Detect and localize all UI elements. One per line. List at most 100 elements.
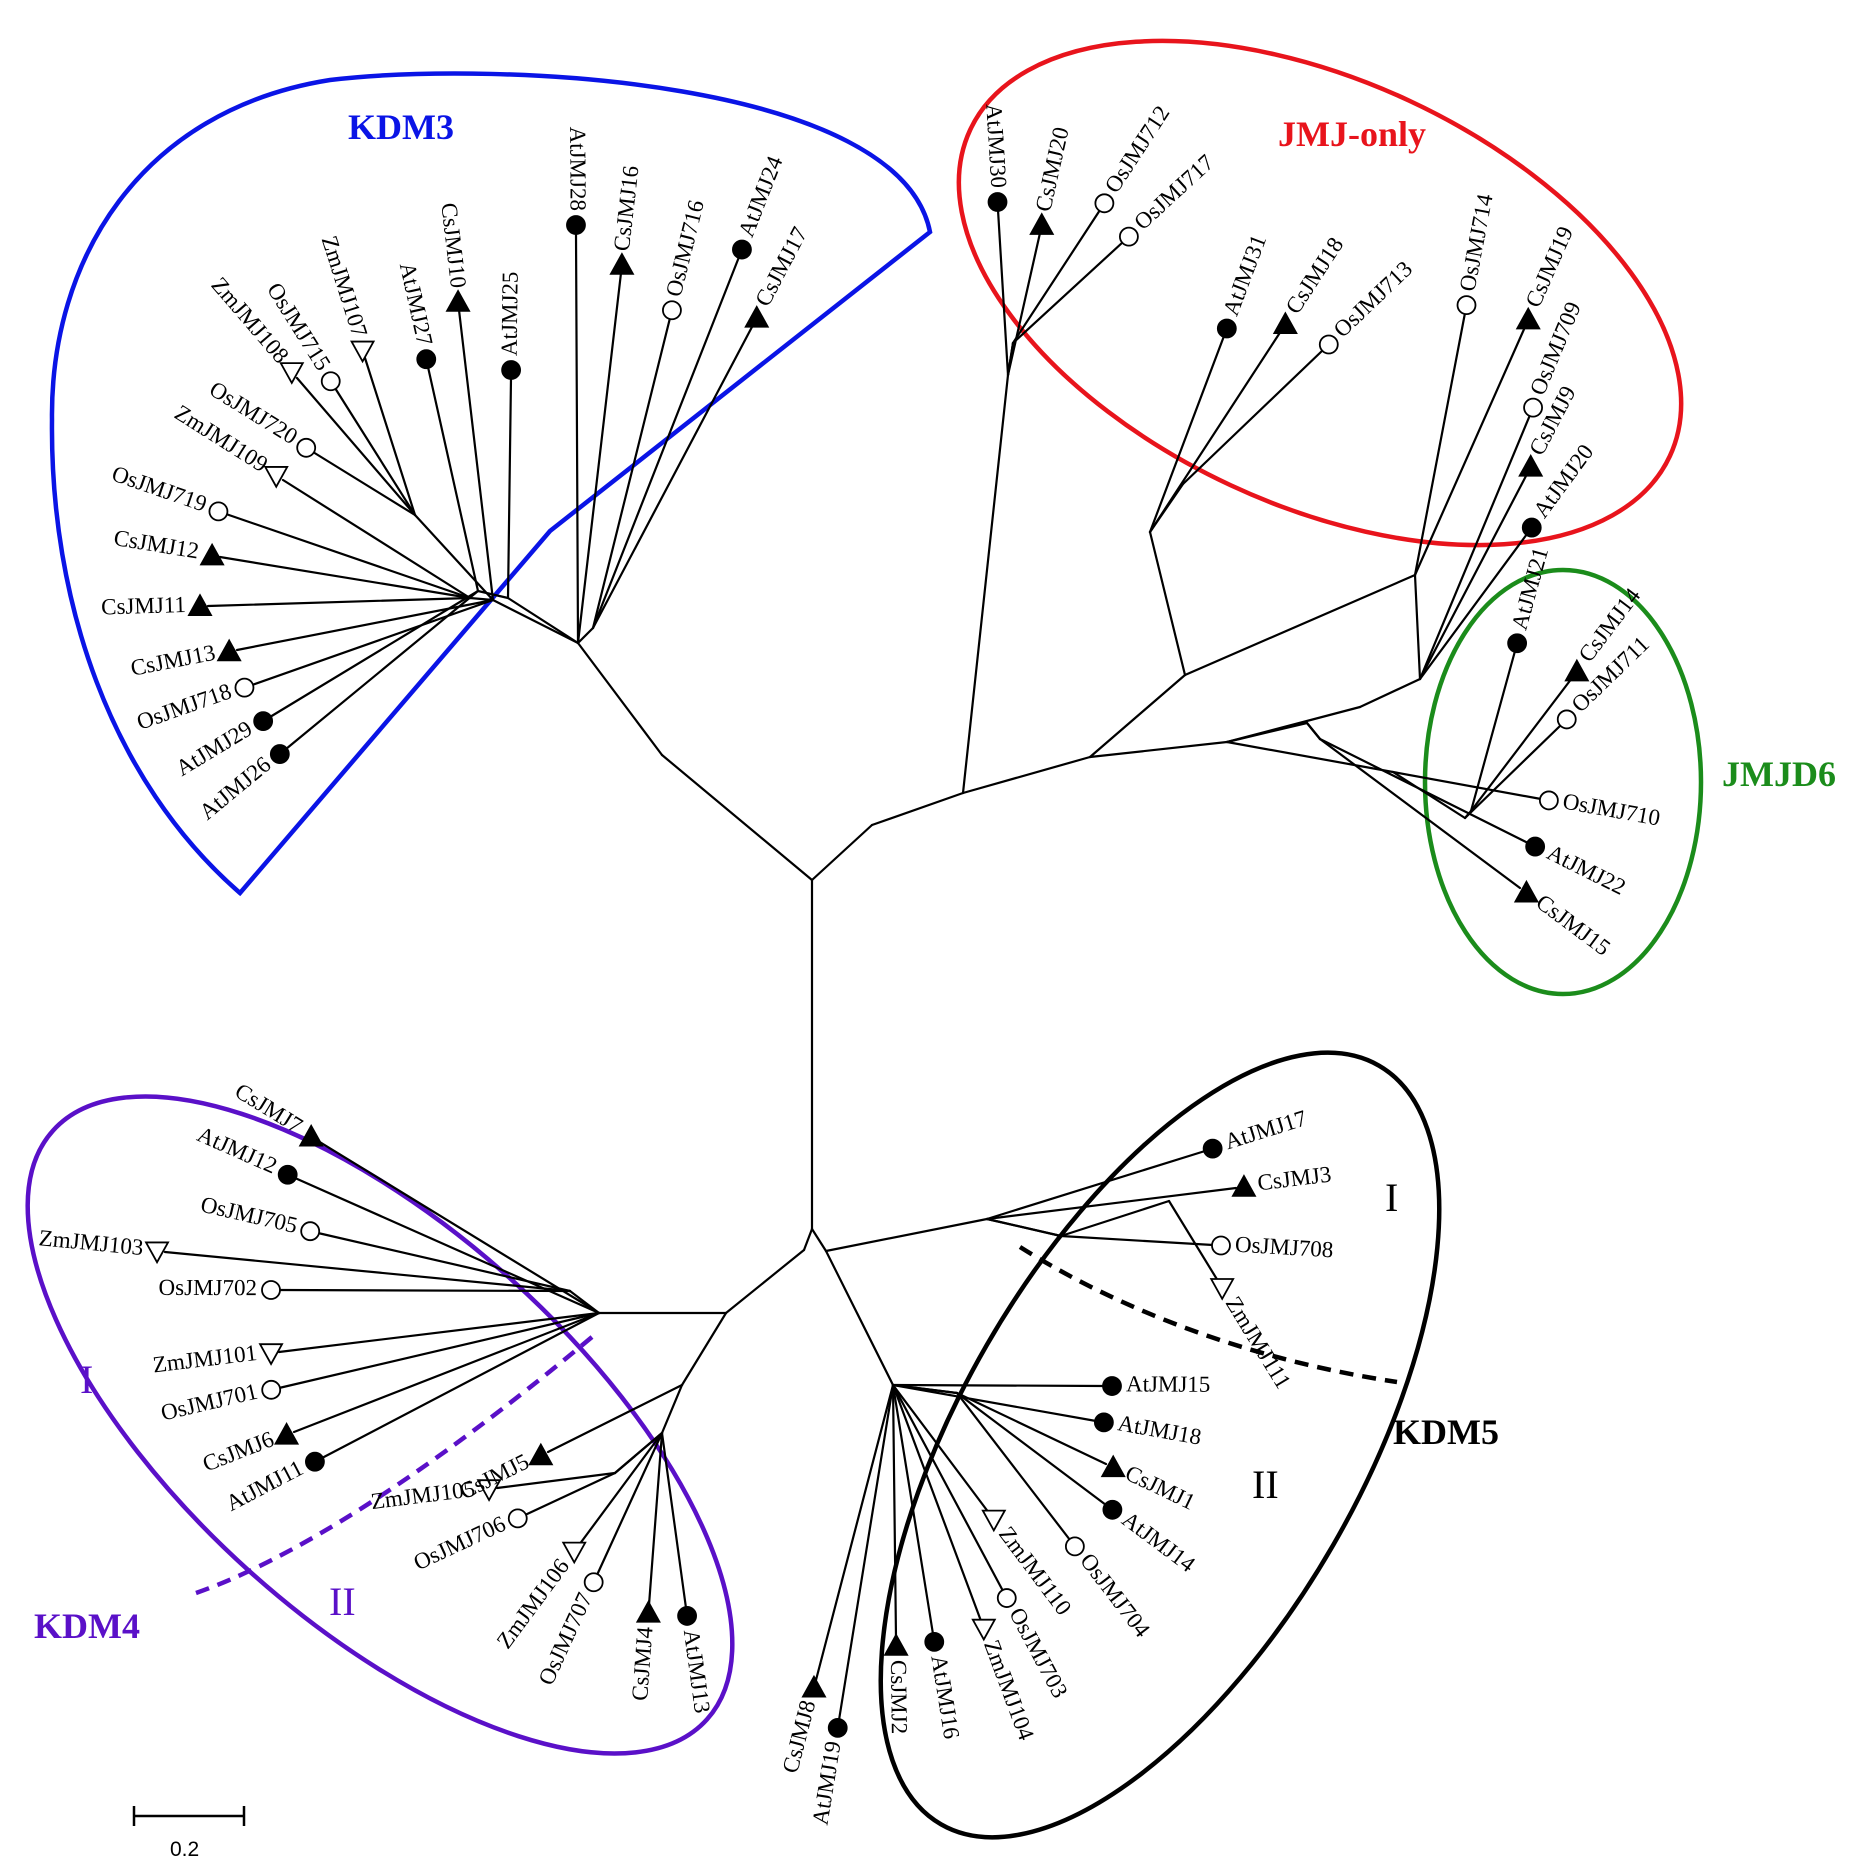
filled-triangle-icon <box>1515 306 1541 330</box>
internal-branch <box>660 753 814 882</box>
open-triangle-icon <box>258 1343 284 1366</box>
filled-circle-icon <box>253 711 274 732</box>
leaf-branch <box>955 1391 1108 1507</box>
internal-branch <box>680 1311 728 1387</box>
leaf-branch <box>837 1383 895 1722</box>
open-circle-icon <box>208 501 229 522</box>
leaf-branch <box>1011 240 1125 345</box>
filled-triangle-icon <box>1518 454 1544 477</box>
filled-circle-icon <box>1102 1376 1122 1396</box>
leaf-branch <box>1006 231 1042 377</box>
leaf-branch <box>1413 311 1467 577</box>
internal-branch <box>660 1383 684 1435</box>
filled-triangle-icon <box>1513 879 1539 903</box>
open-circle-icon <box>1523 397 1543 418</box>
filled-circle-icon <box>1202 1138 1223 1159</box>
leaf-branch <box>1181 348 1325 486</box>
filled-circle-icon <box>1093 1412 1114 1433</box>
internal-branch <box>491 598 580 645</box>
leaf-branch <box>295 376 417 517</box>
internal-branch <box>576 626 595 645</box>
open-triangle-icon <box>263 466 289 489</box>
leaf-label: CsJMJ17 <box>750 223 812 310</box>
open-triangle-icon <box>476 1479 502 1502</box>
filled-triangle-icon <box>1272 311 1298 334</box>
internal-branch <box>1225 740 1395 774</box>
internal-branch <box>1225 721 1309 744</box>
open-circle-icon <box>1064 1536 1085 1557</box>
leaf-branch <box>506 376 513 600</box>
leaf-branch <box>363 356 417 517</box>
leaf-branch <box>457 308 495 602</box>
leaf-branch <box>996 208 1010 377</box>
internal-branch <box>810 1227 828 1253</box>
leaf-branch <box>985 1186 1238 1221</box>
leaf-branch <box>595 1431 664 1577</box>
open-circle-icon <box>261 1379 282 1400</box>
open-circle-icon <box>1556 709 1577 730</box>
internal-branch <box>1358 677 1422 709</box>
leaf-branch <box>546 1383 684 1454</box>
internal-branch <box>613 1431 664 1475</box>
internal-branch <box>1413 573 1422 681</box>
leaf-label: CsJMJ10 <box>436 201 471 289</box>
leaf-branch <box>955 1391 1108 1466</box>
filled-circle-icon <box>1525 836 1546 857</box>
leaf-label: CsJMJ13 <box>129 640 218 681</box>
filled-triangle-icon <box>635 1600 661 1623</box>
leaf-branch <box>1148 334 1226 534</box>
leaf-label: OsJMJ708 <box>1234 1232 1334 1263</box>
kdm4-label: KDM4 <box>34 1606 140 1646</box>
leaf-label: CsJMJ3 <box>1256 1162 1333 1196</box>
leaf-label: ZmJMJ101 <box>151 1340 258 1377</box>
filled-circle-icon <box>305 1451 325 1472</box>
open-circle-icon <box>1318 334 1339 355</box>
filled-circle-icon <box>277 1164 298 1185</box>
leaf-label: AtJMJ24 <box>733 152 787 240</box>
open-circle-icon <box>662 300 682 321</box>
filled-triangle-icon <box>528 1442 554 1466</box>
open-circle-icon <box>320 371 341 392</box>
leaf-label: OsJMJ701 <box>158 1379 260 1426</box>
leaf-label: AtJMJ25 <box>497 271 523 356</box>
kdm4-subgroup-divider <box>195 1335 594 1596</box>
kdm3-label: KDM3 <box>348 107 454 147</box>
leaf-branch <box>577 1431 664 1547</box>
leaf-branch <box>293 1176 601 1315</box>
leaf-label: CsJMJ16 <box>609 164 644 252</box>
jmjd6-group-outline <box>1422 567 1704 997</box>
open-triangle-icon <box>1209 1278 1235 1301</box>
leaf-label: CsJMJ12 <box>112 525 201 564</box>
leaf-branch <box>277 1311 601 1354</box>
leaf-branch <box>660 1431 688 1610</box>
leaf-label: AtJMJ31 <box>1218 231 1271 319</box>
open-circle-icon <box>261 1280 281 1300</box>
leaf-branch <box>1418 472 1529 681</box>
leaf-branch <box>1011 208 1102 345</box>
leaf-label: OsJMJ702 <box>159 1275 258 1300</box>
leaf-branch <box>277 1288 572 1293</box>
leaf-branch <box>1148 329 1283 534</box>
leaf-branch <box>523 1471 617 1517</box>
leaf-label: AtJMJ17 <box>1222 1105 1310 1154</box>
internal-branch <box>1391 770 1467 820</box>
leaf-label: OsJMJ719 <box>109 461 210 517</box>
leaf-label: AtJMJ16 <box>926 1653 964 1740</box>
filled-circle-icon <box>1216 318 1237 339</box>
filled-triangle-icon <box>298 1123 324 1147</box>
leaf-label: OsJMJ716 <box>661 198 709 300</box>
leaf-branch <box>333 386 417 517</box>
leaf-label: CsJMJ8 <box>778 1698 821 1776</box>
leaf-branch <box>591 255 741 630</box>
leaf-branch <box>891 1383 1005 1593</box>
filled-triangle-icon <box>744 305 770 328</box>
leaf-branch <box>1463 723 1563 820</box>
open-triangle-icon <box>279 362 305 385</box>
internal-branch <box>810 823 874 882</box>
leaf-label: OsJMJ704 <box>1075 1548 1155 1642</box>
filled-circle-icon <box>269 744 290 764</box>
leaf-branch <box>292 1311 601 1434</box>
filled-circle-icon <box>1507 633 1528 654</box>
